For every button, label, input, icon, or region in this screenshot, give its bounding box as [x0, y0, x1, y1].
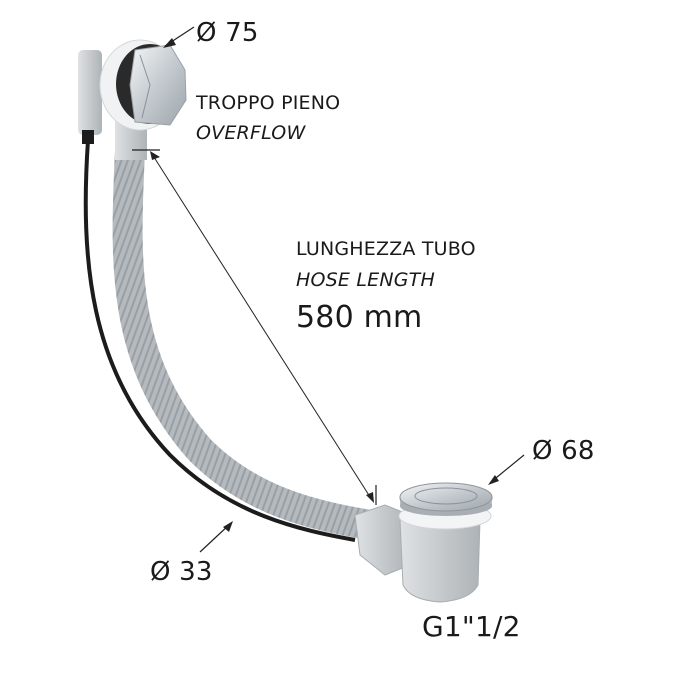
hose-diameter-label: Ø 33: [150, 557, 213, 587]
drain-diameter-label: Ø 68: [532, 436, 595, 466]
thread-size-label: G1"1/2: [422, 610, 521, 643]
hose-length-value: 580 mm: [296, 300, 423, 335]
overflow-chrome-cap: [129, 44, 187, 126]
hose-length-title-english: HOSE LENGTH: [296, 269, 435, 291]
overflow-diameter-label: Ø 75: [196, 18, 259, 48]
corrugated-hose: [112, 149, 373, 540]
control-cable: [83, 139, 356, 542]
overflow-title-english: OVERFLOW: [196, 122, 306, 144]
overflow-title-italian: TROPPO PIENO: [196, 92, 341, 114]
hose-length-title-italian: LUNGHEZZA TUBO: [296, 238, 476, 260]
drain-body: [399, 519, 481, 603]
